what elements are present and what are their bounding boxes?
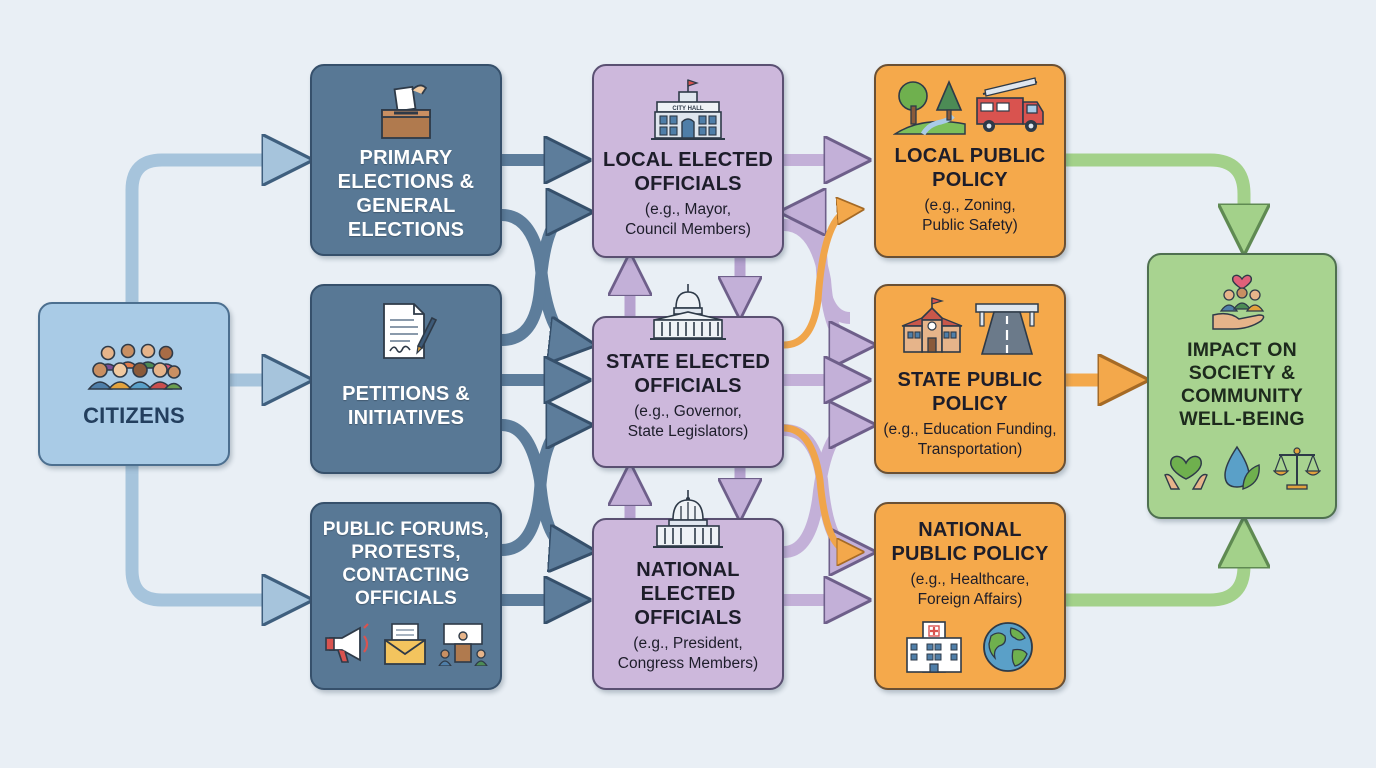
national-policy-title: NATIONAL PUBLIC POLICY: [891, 519, 1049, 565]
arrow-local-policy-to-impact: [1066, 153, 1244, 232]
citizens-box: CITIZENS: [38, 302, 230, 466]
national-policy-examples: (e.g., Healthcare, Foreign Affairs): [910, 571, 1030, 608]
town-hall-meeting-icon: [438, 623, 488, 666]
signed-document-icon: [383, 303, 438, 359]
local-policy-box: LOCAL PUBLIC POLICY (e.g., Zoning, Publi…: [874, 64, 1066, 258]
megaphone-icon: [325, 623, 369, 663]
citizens-label: CITIZENS: [83, 403, 185, 428]
park-trees-icon: [893, 79, 966, 136]
elections-label: PRIMARY ELECTIONS & GENERAL ELECTIONS: [337, 147, 475, 241]
globe-icon: [983, 622, 1033, 672]
capitol-dome-icon: [653, 490, 723, 548]
schoolhouse-icon: [901, 297, 963, 353]
state-officials-box: STATE ELECTED OFFICIALS (e.g., Governor,…: [592, 284, 784, 468]
national-officials-examples: (e.g., President, Congress Members): [617, 635, 759, 672]
local-officials-box: CITY HALL LOCAL ELECTED OFFICIALS (e.g.,…: [592, 64, 784, 258]
impact-box: IMPACT ON SOCIETY & COMMUNITY WELL-BEING: [1147, 253, 1337, 519]
state-policy-examples: (e.g., Education Funding, Transportation…: [883, 421, 1057, 458]
arrow-citizens-to-forums: [125, 466, 290, 600]
envelope-icon: [384, 623, 426, 665]
state-officials-examples: (e.g., Governor, State Legislators): [627, 403, 749, 440]
ballot-box-icon: [381, 84, 431, 139]
state-policy-box: STATE PUBLIC POLICY (e.g., Education Fun…: [874, 284, 1066, 474]
arrow-local-officials-to-state-policy: [783, 219, 855, 345]
people-group-icon: [87, 343, 182, 390]
petitions-box: PETITIONS & INITIATIVES: [310, 284, 502, 474]
fire-truck-icon: [976, 77, 1044, 132]
local-officials-examples: (e.g., Mayor, Council Members): [625, 201, 751, 238]
national-policy-box: NATIONAL PUBLIC POLICY (e.g., Healthcare…: [874, 502, 1066, 690]
justice-scales-icon: [1273, 447, 1321, 490]
community-hands-icon: [1212, 274, 1265, 330]
local-officials-title: LOCAL ELECTED OFFICIALS: [602, 149, 773, 195]
arrow-elections-to-state: [501, 209, 575, 343]
arrow-state-policy-to-local-officials: [800, 212, 851, 324]
state-policy-title: STATE PUBLIC POLICY: [897, 369, 1043, 415]
arrow-petitions-to-national: [501, 419, 575, 550]
arrow-state-officials-to-national-policy-orange: [783, 424, 852, 552]
local-policy-title: LOCAL PUBLIC POLICY: [894, 145, 1046, 191]
arrow-forums-to-state: [501, 425, 572, 556]
elections-box: PRIMARY ELECTIONS & GENERAL ELECTIONS: [310, 64, 502, 256]
city-hall-icon: CITY HALL: [651, 79, 725, 140]
arrow-state-officials-to-local-policy: [783, 210, 852, 349]
arrow-petitions-to-local: [501, 212, 572, 346]
water-leaf-icon: [1224, 445, 1260, 490]
petitions-label: PETITIONS & INITIATIVES: [342, 383, 470, 429]
national-officials-title: NATIONAL ELECTED OFFICIALS: [634, 559, 742, 629]
forums-label: PUBLIC FORUMS, PROTESTS, CONTACTING OFFI…: [322, 519, 490, 609]
arrow-citizens-to-elections: [125, 160, 290, 302]
highway-icon: [975, 303, 1039, 355]
arrow-state-officials-to-national-policy: [783, 424, 855, 552]
state-officials-title: STATE ELECTED OFFICIALS: [605, 351, 771, 397]
local-policy-examples: (e.g., Zoning, Public Safety): [922, 197, 1018, 234]
city-hall-sign: CITY HALL: [672, 106, 704, 112]
heart-hands-icon: [1164, 455, 1208, 490]
hospital-icon: [906, 621, 962, 673]
forums-box: PUBLIC FORUMS, PROTESTS, CONTACTING OFFI…: [310, 502, 502, 690]
arrow-national-policy-to-impact: [1066, 540, 1244, 607]
impact-title: IMPACT ON SOCIETY & COMMUNITY WELL-BEING: [1179, 339, 1305, 430]
national-officials-box: NATIONAL ELECTED OFFICIALS (e.g., Presid…: [592, 490, 784, 690]
capitol-building-icon: [650, 284, 726, 340]
arrow-national-officials-to-state-policy: [783, 425, 855, 558]
